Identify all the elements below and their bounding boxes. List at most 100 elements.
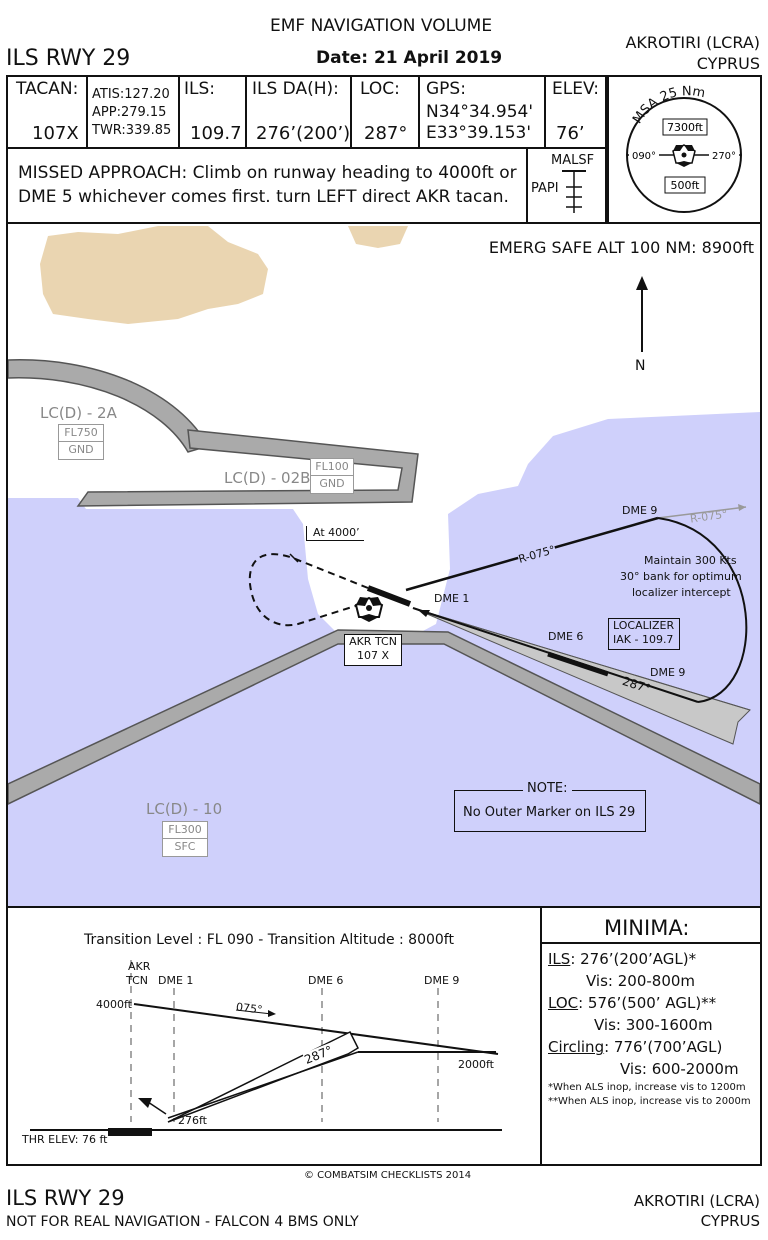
dme9-top-label: DME 9 [622,504,658,517]
da-label: ILS DA(H): [252,79,339,99]
twr-freq: TWR:339.85 [92,123,172,138]
dme6-label: DME 6 [548,630,584,643]
footer-title: ILS RWY 29 [6,1186,125,1210]
dme9-bottom-label: DME 9 [650,666,686,679]
elev-value: 76’ [556,123,585,144]
profile-akr: AKR [128,960,151,973]
msa-left-bearing: 090° [632,151,656,162]
localizer-box: LOCALIZER IAK - 109.7 [608,618,680,650]
lc-10-altitudes: FL300 SFC [162,821,208,857]
minima-circ-label: Circling [548,1038,605,1056]
profile-outbound-075 [133,1003,499,1055]
lc-2a-label: LC(D) - 2A [40,404,117,422]
thr-elevation: THR ELEV: 76 ft [22,1133,108,1146]
minima-ils-vis: Vis: 200-800m [586,972,696,990]
minima-ils: ILS: 276’(200’AGL)* [548,950,696,968]
gps-lat: N34°34.954' [426,102,534,122]
at-4000-text: At 4000’ [313,526,360,539]
info-box: TACAN: 107X ATIS:127.20 APP:279.15 TWR:3… [6,75,607,224]
ils-freq: 109.7 [190,123,242,144]
app-freq: APP:279.15 [92,105,167,120]
msa-north-alt: 7300ft [667,121,704,134]
msa-tacan-icon [672,144,696,167]
lc-10-top: FL300 [163,822,207,839]
profile-alt-2000: 2000ft [458,1058,494,1071]
tacan-value: 107X [32,123,79,144]
lc-2a-altitudes: FL750 GND [58,424,104,460]
lighting-icon [562,170,586,213]
transition-level: Transition Level : FL 090 - Transition A… [84,932,454,948]
msa-diagram: MSA 25 Nm 7300ft 500ft 090° 270° [626,84,742,213]
dme1-label: DME 1 [434,592,470,605]
msa-right-bearing: 270° [712,151,736,162]
profile-glidepath [167,1051,359,1119]
loc-course: 287° [364,123,408,144]
minima-circ-value: : 776’(700’AGL) [604,1038,723,1056]
profile-dme6: DME 6 [308,974,344,987]
elev-label: ELEV: [552,79,599,99]
da-value: 276’(200’) [256,123,351,144]
minima-loc-vis: Vis: 300-1600m [594,1016,713,1034]
akr-tacan-box: AKR TCN 107 X [344,634,402,666]
profile-dme9: DME 9 [424,974,460,987]
tacan-label: TACAN: [16,79,79,99]
footer-disclaimer: NOT FOR REAL NAVIGATION - FALCON 4 BMS O… [6,1214,359,1230]
lc-10-bot: SFC [174,840,196,853]
maintain-line3: localizer intercept [632,586,731,599]
papi-label: PAPI [531,181,559,196]
minima-ils-label: ILS [548,950,571,968]
ils-label: ILS: [184,79,216,99]
procedure-turn [657,517,748,703]
localizer-line2: IAK - 109.7 [613,633,674,646]
lc-02b-bot: GND [319,477,345,490]
minima-ils-value: : 276’(200’AGL)* [570,950,697,968]
note-title: NOTE: [523,781,572,796]
gps-label: GPS: [426,79,466,99]
lc-02b-altitudes: FL100 GND [310,458,354,494]
akr-tacan-channel: 107 X [356,649,390,662]
lc-2a-bot: GND [68,443,94,456]
loc-label: LOC: [360,79,400,99]
note-text: No Outer Marker on ILS 29 [463,805,636,820]
profile-missed-approach [147,1101,167,1115]
minima-note2: **When ALS inop, increase vis to 2000m [548,1096,751,1107]
lc-10-boundary [8,629,760,805]
maintain-line1: Maintain 300 Kts [644,554,737,567]
airport-name: AKROTIRI (LCRA) [625,33,760,52]
profile-alt-4000: 4000ft [96,998,132,1011]
minima-loc-value: : 576’(500’ AGL)** [578,994,717,1012]
chart-date: Date: 21 April 2019 [316,48,503,68]
copyright: © COMBATSIM CHECKLISTS 2014 [304,1170,472,1181]
missed-approach-line1: MISSED APPROACH: Climb on runway heading… [18,163,517,183]
akr-tacan-name: AKR TCN [349,635,397,648]
gps-lon: E33°39.153' [426,123,532,143]
minima-circ-vis: Vis: 600-2000m [620,1060,739,1078]
minima-loc: LOC: 576’(500’ AGL)** [548,994,716,1012]
profile-alt-276: 276ft [178,1114,207,1127]
minima-box: MINIMA: ILS: 276’(200’AGL)* Vis: 200-800… [540,906,762,1166]
volume-title: EMF NAVIGATION VOLUME [270,16,493,36]
atis-freq: ATIS:127.20 [92,87,170,102]
akr-tacan-icon [354,596,384,622]
lc-02b-top: FL100 [311,459,353,476]
country-name: CYPRUS [696,54,760,73]
procedure-title: ILS RWY 29 [6,46,131,71]
runway [366,585,412,607]
emerg-safe-alt: EMERG SAFE ALT 100 NM: 8900ft [488,238,754,257]
land-area-2 [348,226,408,248]
maintain-line2: 30° bank for optimum [620,570,742,583]
footer-country: CYPRUS [700,1212,760,1230]
minima-note1: *When ALS inop, increase vis to 1200m [548,1082,746,1093]
profile-tcn: TCN [126,974,148,987]
lc-02b-boundary [76,429,419,507]
missed-approach-path [248,553,369,627]
lc-2a-top: FL750 [59,425,103,442]
minima-title: MINIMA: [604,916,690,940]
footer-airport: AKROTIRI (LCRA) [633,1192,760,1210]
profile-dme1: DME 1 [158,974,194,987]
minima-circ: Circling: 776’(700’AGL) [548,1038,722,1056]
note-box: NOTE: No Outer Marker on ILS 29 [454,781,646,832]
missed-approach-line2: DME 5 whichever comes first. turn LEFT d… [18,187,509,207]
profile-view: Transition Level : FL 090 - Transition A… [6,906,542,1166]
msa-south-alt: 500ft [671,179,701,192]
